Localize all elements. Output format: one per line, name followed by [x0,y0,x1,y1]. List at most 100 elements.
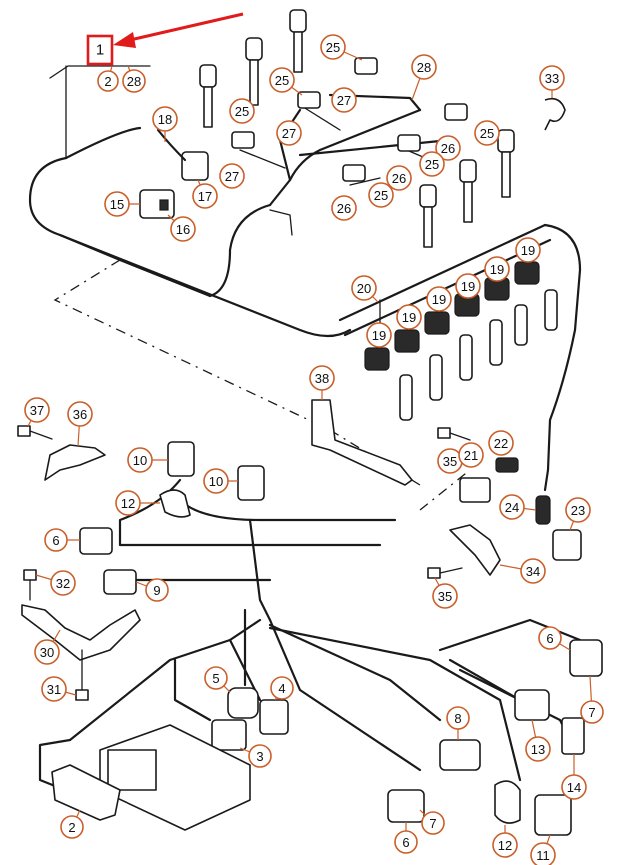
callout-number: 4 [278,681,285,696]
callout-number: 19 [372,328,386,343]
highlight-box [86,34,114,66]
callout-circle [394,830,418,854]
callout-circle [115,490,141,516]
callout-number: 22 [494,436,508,451]
callout-number: 8 [454,711,461,726]
callout-circle [435,135,461,161]
callout-26-b: 26 [386,165,412,191]
highlight-annotation: 1 [86,12,244,66]
callout-circle [269,67,295,93]
callout-circle [204,666,228,690]
callout-35-b: 35 [432,583,458,609]
connector-icon [51,764,121,821]
callout-21: 21 [458,442,484,468]
sensor-icon [535,495,551,525]
bracket-icon [449,524,501,576]
callout-circle [446,706,470,730]
callout-22: 22 [488,430,514,456]
callout-20: 20 [351,275,377,301]
callout-number: 37 [30,403,44,418]
callout-14: 14 [561,774,587,800]
callout-number: 7 [429,816,436,831]
callout-25-e: 25 [419,151,445,177]
callout-circle [34,639,60,665]
callout-circle [484,256,510,282]
connector-icon [495,457,519,473]
callout-10-a: 10 [127,447,153,473]
callout-number: 5 [212,671,219,686]
callout-circle [44,528,68,552]
callout-31: 31 [41,676,67,702]
callout-9: 9 [145,578,169,602]
callout-circle [421,811,445,835]
coil-connector-icon [231,57,468,182]
callout-circle [426,286,452,312]
callout-circle [492,832,518,858]
callout-number: 25 [235,104,249,119]
callout-number: 25 [374,188,388,203]
callout-number: 25 [275,73,289,88]
callout-number: 19 [461,279,475,294]
callout-23: 23 [565,497,591,523]
callout-33: 33 [539,65,565,91]
callout-circle [530,842,556,865]
callout-12-a: 12 [115,490,141,516]
highlight-arrow [129,12,244,42]
callout-circle [145,578,169,602]
control-unit-icon [99,724,251,831]
callout-19-d: 19 [426,286,452,312]
callout-number: 26 [392,171,406,186]
connector-icon [211,719,247,751]
callout-number: 17 [198,189,212,204]
callout-number: 28 [417,60,431,75]
injector-icon [364,261,558,421]
callout-number: 6 [52,533,59,548]
callout-circle [276,120,302,146]
callout-circle [104,191,130,217]
callout-circle [229,98,255,124]
callout-circle [219,163,245,189]
callout-number: 35 [438,589,452,604]
callout-number: 33 [545,71,559,86]
callout-number: 30 [40,645,54,660]
callout-circle [331,195,357,221]
callout-number: 31 [47,682,61,697]
callout-circle [351,275,377,301]
callout-circle [203,468,229,494]
sensor-connector-icon [139,128,209,219]
callout-number: 25 [326,40,340,55]
connector-icon [103,569,137,595]
bracket-icon [311,399,413,486]
callout-19-b: 19 [484,256,510,282]
bolt-icon [437,427,471,441]
connector-icon [439,739,481,771]
callout-6-c: 6 [394,830,418,854]
callout-10-b: 10 [203,468,229,494]
callout-number: 32 [56,576,70,591]
callout-circle [458,442,484,468]
callout-4: 4 [270,676,294,700]
callout-19-e: 19 [396,304,422,330]
callout-6-a: 6 [44,528,68,552]
callout-circle [386,165,412,191]
callout-circle [396,304,422,330]
connector-icon [569,639,603,677]
callout-number: 10 [133,453,147,468]
callout-25-b: 25 [269,67,295,93]
connector-icon [514,689,550,721]
callout-16: 16 [170,216,196,242]
callout-27-c: 27 [219,163,245,189]
callout-6-b: 6 [538,626,562,650]
callout-circle [366,322,392,348]
callout-number: 12 [498,838,512,853]
callout-number: 7 [588,705,595,720]
bracket-icon [44,444,106,481]
callout-7-b: 7 [421,811,445,835]
bolt-icon [17,425,53,440]
callout-2-top: 2 [97,70,119,92]
callout-number: 11 [536,848,550,863]
callout-19-f: 19 [366,322,392,348]
callout-number: 26 [337,201,351,216]
